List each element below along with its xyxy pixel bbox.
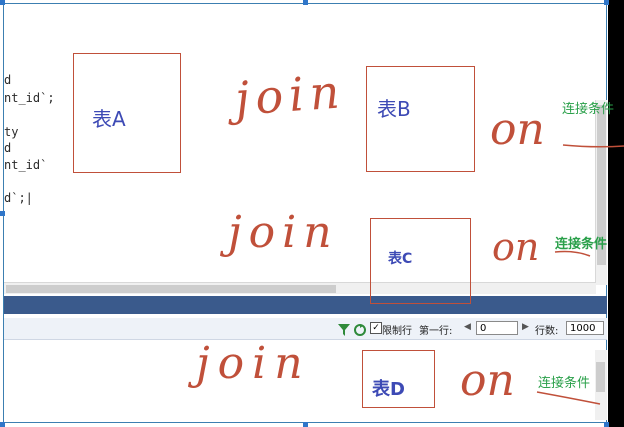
table-d-box xyxy=(362,350,435,408)
join-word-2: join xyxy=(228,207,339,258)
result-vertical-scrollbar[interactable] xyxy=(595,350,607,420)
table-a-label: 表A xyxy=(92,107,126,131)
code-line: d xyxy=(4,73,12,87)
table-c-label: 表C xyxy=(388,251,413,267)
resize-handle[interactable] xyxy=(0,422,5,427)
funnel-icon[interactable] xyxy=(338,321,350,340)
table-c-box xyxy=(370,218,471,304)
resize-handle[interactable] xyxy=(604,0,609,5)
prev-arrow-icon[interactable]: ◀ xyxy=(464,322,471,332)
result-toolbar: ✓ 限制行 第一行: ◀ 0 ▶ 行数: 1000 xyxy=(4,318,607,340)
next-arrow-icon[interactable]: ▶ xyxy=(522,322,529,332)
code-line: d xyxy=(4,141,12,155)
code-line: ty xyxy=(4,125,19,139)
resize-handle[interactable] xyxy=(604,422,609,427)
code-line: nt_id` xyxy=(4,158,48,172)
on-word-2: on xyxy=(492,225,540,269)
resize-handle[interactable] xyxy=(303,422,308,427)
table-d-label: 表D xyxy=(372,379,405,400)
resize-handle[interactable] xyxy=(0,0,5,5)
rows-input[interactable]: 1000 xyxy=(566,321,604,335)
scrollbar-thumb[interactable] xyxy=(597,105,606,265)
sql-editor[interactable]: d nt_id`; ty d nt_id` d`;| xyxy=(4,4,604,296)
condition-label-1: 连接条件 xyxy=(562,102,615,117)
table-b-label: 表B xyxy=(377,97,411,121)
rows-label: 行数: xyxy=(535,326,559,337)
code-line: nt_id`; xyxy=(4,91,55,105)
condition-label-2: 连接条件 xyxy=(555,237,608,252)
table-b-box xyxy=(366,66,475,172)
resize-handle[interactable] xyxy=(0,211,5,216)
limit-rows-checkbox[interactable]: ✓ xyxy=(370,322,382,334)
first-row-label: 第一行: xyxy=(419,326,453,337)
condition-label-3: 连接条件 xyxy=(538,376,591,391)
on-word-3: on xyxy=(460,355,515,406)
pane-splitter[interactable] xyxy=(4,296,607,314)
join-word-3: join xyxy=(196,338,311,389)
resize-handle[interactable] xyxy=(303,0,308,5)
scrollbar-thumb[interactable] xyxy=(596,362,605,392)
scrollbar-thumb[interactable] xyxy=(6,285,336,293)
limit-rows-label: 限制行 xyxy=(382,326,412,337)
on-word-1: on xyxy=(490,104,545,155)
editor-horizontal-scrollbar[interactable] xyxy=(4,282,596,294)
refresh-icon[interactable] xyxy=(354,321,366,340)
code-line: d`;| xyxy=(4,191,33,205)
table-a-box xyxy=(73,53,181,173)
screen-edge-bar xyxy=(608,0,624,427)
first-row-input[interactable]: 0 xyxy=(476,321,518,335)
